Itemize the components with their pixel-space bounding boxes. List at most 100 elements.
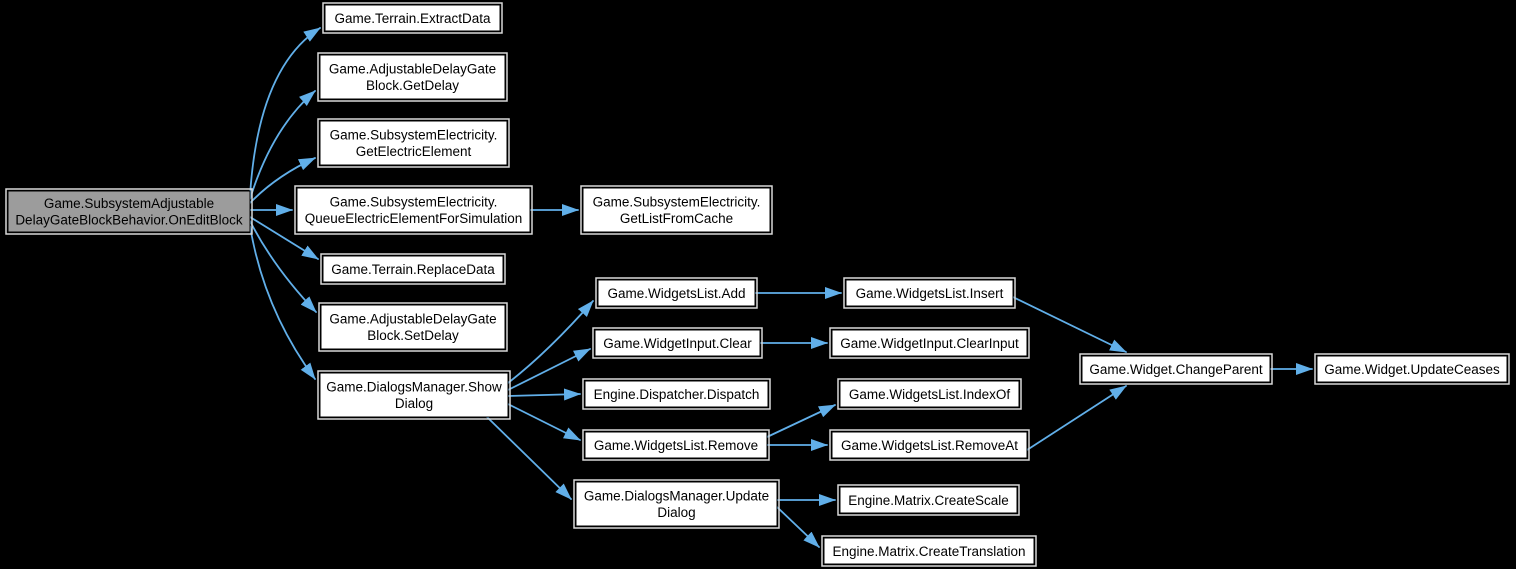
- node-outline: [317, 52, 508, 102]
- edge-on-edit-block--extract-data: [249, 27, 321, 197]
- node-box: [584, 431, 768, 459]
- node-label: Game.Widget.ChangeParent: [1089, 362, 1263, 377]
- node-outline: [573, 479, 780, 529]
- node-box: [324, 4, 501, 32]
- node-dispatcher-dispatch[interactable]: Engine.Dispatcher.Dispatch: [582, 378, 771, 410]
- node-outline: [1079, 353, 1273, 385]
- node-widgets-list-remove[interactable]: Game.WidgetsList.Remove: [582, 429, 770, 461]
- node-outline: [592, 327, 763, 359]
- node-outline: [582, 429, 770, 461]
- node-outline: [829, 429, 1030, 461]
- node-box: [584, 380, 769, 408]
- edge-widgets-list-insert--widget-change-parent: [1012, 296, 1127, 353]
- edge-on-edit-block--get-delay: [249, 90, 316, 200]
- node-label: Game.SubsystemElectricity.GetElectricEle…: [330, 128, 498, 160]
- node-box: [831, 329, 1028, 357]
- node-widgets-list-remove-at[interactable]: Game.WidgetsList.RemoveAt: [829, 429, 1030, 461]
- edge-widgets-list-remove--widgets-list-index-of: [766, 404, 836, 438]
- node-box: [839, 486, 1018, 514]
- node-label: Game.WidgetInput.ClearInput: [840, 336, 1019, 351]
- node-matrix-create-scale[interactable]: Engine.Matrix.CreateScale: [837, 484, 1020, 516]
- node-box: [1081, 355, 1271, 383]
- node-label: Game.Terrain.ReplaceData: [331, 262, 495, 277]
- node-outline: [580, 185, 773, 235]
- edge-on-edit-block--get-electric-element: [249, 157, 316, 204]
- node-outline: [320, 253, 506, 285]
- node-box: [839, 380, 1020, 408]
- edge-show-dialog--widgets-list-remove: [507, 403, 581, 441]
- node-outline: [829, 327, 1030, 359]
- edge-on-edit-block--set-delay: [249, 220, 317, 313]
- edge-on-edit-block--replace-data: [249, 216, 319, 260]
- node-box: [597, 279, 756, 307]
- node-box: [319, 54, 506, 100]
- node-box: [845, 279, 1014, 307]
- node-widget-input-clear[interactable]: Game.WidgetInput.Clear: [592, 327, 763, 359]
- node-label: Game.Widget.UpdateCeases: [1324, 362, 1500, 377]
- edge-show-dialog--update-dialog: [486, 416, 572, 500]
- node-outline: [294, 185, 533, 235]
- node-widget-input-clear-input[interactable]: Game.WidgetInput.ClearInput: [829, 327, 1030, 359]
- edge-update-dialog--matrix-create-translation: [776, 506, 820, 548]
- node-label: Game.WidgetsList.Add: [607, 286, 745, 301]
- node-outline: [837, 378, 1022, 410]
- node-get-list-from-cache[interactable]: Game.SubsystemElectricity.GetListFromCac…: [580, 185, 773, 235]
- node-box: [582, 187, 771, 233]
- node-label: Game.WidgetInput.Clear: [603, 336, 752, 351]
- node-label: Game.WidgetsList.IndexOf: [849, 387, 1011, 402]
- node-outline: [582, 378, 771, 410]
- node-label: Engine.Matrix.CreateTranslation: [832, 544, 1025, 559]
- node-label: Game.SubsystemElectricity.GetListFromCac…: [593, 195, 761, 227]
- node-label: Engine.Dispatcher.Dispatch: [594, 387, 760, 402]
- node-widgets-list-insert[interactable]: Game.WidgetsList.Insert: [843, 277, 1016, 309]
- node-get-electric-element[interactable]: Game.SubsystemElectricity.GetElectricEle…: [317, 118, 510, 168]
- node-outline: [322, 2, 503, 34]
- node-label: Game.SubsystemElectricity.QueueElectricE…: [305, 195, 523, 227]
- node-outline: [837, 484, 1020, 516]
- node-label: Game.Terrain.ExtractData: [334, 11, 491, 26]
- node-label: Engine.Matrix.CreateScale: [848, 493, 1009, 508]
- node-box: [320, 304, 506, 350]
- node-label: Game.WidgetsList.RemoveAt: [841, 438, 1018, 453]
- node-outline: [1314, 353, 1510, 385]
- node-box: [296, 187, 531, 233]
- node-matrix-create-translation[interactable]: Engine.Matrix.CreateTranslation: [821, 535, 1037, 567]
- node-box: [319, 372, 509, 418]
- node-outline: [821, 535, 1037, 567]
- edge-show-dialog--dispatcher-dispatch: [507, 388, 581, 401]
- node-box: [7, 190, 251, 233]
- node-queue-electric-element[interactable]: Game.SubsystemElectricity.QueueElectricE…: [294, 185, 533, 235]
- node-outline: [843, 277, 1016, 309]
- edge-show-dialog--widget-input-clear: [507, 348, 591, 391]
- node-replace-data[interactable]: Game.Terrain.ReplaceData: [320, 253, 506, 285]
- node-label: Game.WidgetsList.Remove: [594, 438, 758, 453]
- edge-on-edit-block--show-dialog: [249, 225, 316, 380]
- node-label: Game.WidgetsList.Insert: [856, 286, 1004, 301]
- node-outline: [317, 370, 511, 420]
- node-widgets-list-index-of[interactable]: Game.WidgetsList.IndexOf: [837, 378, 1022, 410]
- node-box: [831, 431, 1028, 459]
- edge-show-dialog--widgets-list-add: [507, 300, 594, 384]
- node-widget-change-parent[interactable]: Game.Widget.ChangeParent: [1079, 353, 1273, 385]
- node-widgets-list-add[interactable]: Game.WidgetsList.Add: [595, 277, 758, 309]
- node-outline: [318, 302, 508, 352]
- node-box: [1316, 355, 1508, 383]
- node-outline: [317, 118, 510, 168]
- node-widget-update-ceases[interactable]: Game.Widget.UpdateCeases: [1314, 353, 1510, 385]
- node-box: [594, 329, 761, 357]
- node-outline: [5, 188, 253, 235]
- node-box: [319, 120, 508, 166]
- node-extract-data[interactable]: Game.Terrain.ExtractData: [322, 2, 503, 34]
- node-box: [575, 481, 778, 527]
